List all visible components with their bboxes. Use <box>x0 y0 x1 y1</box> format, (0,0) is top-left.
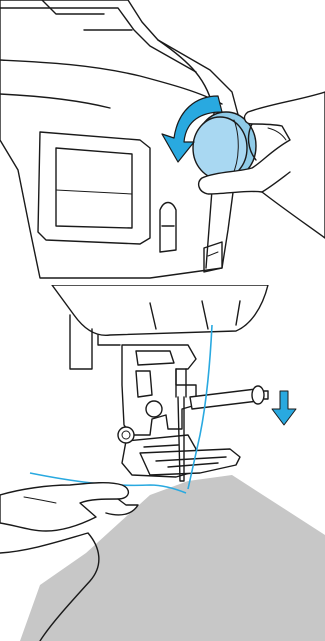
down-arrow-icon <box>272 391 296 425</box>
needle-illustration <box>0 285 325 641</box>
handwheel-illustration <box>0 0 325 280</box>
presser-foot-assembly <box>118 345 268 481</box>
lcd-screen <box>38 132 150 244</box>
